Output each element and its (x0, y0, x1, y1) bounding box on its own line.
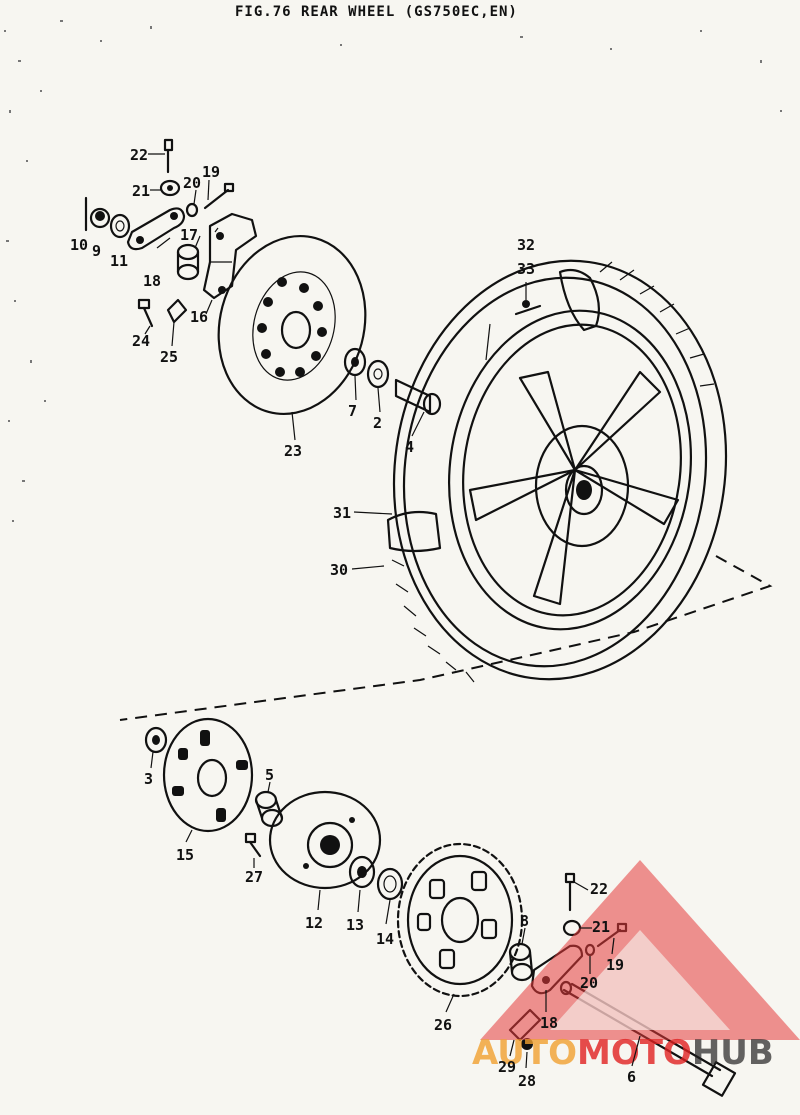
part-collar-8 (508, 942, 534, 982)
callout-3: 3 (144, 770, 153, 788)
callout-labels: 22 21 20 19 10 9 11 18 17 16 24 25 23 7 … (70, 146, 636, 1090)
callout-19-lower: 19 (606, 956, 624, 974)
scan-noise (4, 20, 782, 522)
callout-22-upper: 22 (130, 146, 148, 164)
watermark-logo: AUTOMOTOHUB (472, 860, 800, 1073)
watermark-moto: MOTO (577, 1033, 692, 1073)
callout-11: 11 (110, 252, 128, 270)
callout-24: 24 (132, 332, 150, 350)
callout-15: 15 (176, 846, 194, 864)
callout-7: 7 (348, 402, 357, 420)
watermark-hub: HUB (692, 1033, 774, 1073)
callout-27: 27 (245, 868, 263, 886)
part-washer-11 (109, 213, 131, 239)
callout-21-upper: 21 (132, 182, 150, 200)
callout-19-upper: 19 (202, 163, 220, 181)
part-sprocket-carrier-12 (268, 790, 382, 890)
callout-18-upper: 18 (143, 272, 161, 290)
callout-leaders (144, 153, 641, 1069)
part-bolt-22-lower (564, 872, 576, 912)
part-spacer-2 (366, 359, 390, 389)
figure-title: FIG.76 REAR WHEEL (GS750EC,EN) (235, 4, 518, 20)
callout-28: 28 (518, 1072, 536, 1090)
part-torque-link-18-upper (126, 207, 186, 251)
callout-4: 4 (405, 438, 414, 456)
part-rim-band-31 (386, 510, 442, 553)
callout-5: 5 (265, 766, 274, 784)
part-bearing-13 (348, 855, 376, 889)
part-bolt-24 (137, 298, 154, 328)
part-collar-5 (254, 790, 284, 828)
callout-23: 23 (284, 442, 302, 460)
part-collar-4 (394, 378, 442, 416)
callout-26: 26 (434, 1016, 452, 1034)
callout-12: 12 (305, 914, 323, 932)
callout-8: 8 (520, 912, 529, 930)
reference-dash-line (119, 555, 773, 721)
callout-6: 6 (627, 1068, 636, 1086)
callout-17: 17 (180, 226, 198, 244)
callout-14: 14 (376, 930, 394, 948)
part-damper-15 (162, 717, 254, 833)
part-valve-32-33 (514, 300, 542, 316)
part-washer-20-upper (185, 202, 199, 218)
callout-32: 32 (517, 236, 535, 254)
part-caliper-bracket-16 (202, 212, 258, 300)
part-wheel-assembly (386, 259, 728, 683)
part-bolt-22-upper (163, 138, 174, 174)
watermark-auto: AUTO (472, 1033, 577, 1073)
part-bearing-7 (343, 347, 367, 377)
part-sprocket-26 (396, 842, 524, 998)
callout-31: 31 (333, 504, 351, 522)
callout-25: 25 (160, 348, 178, 366)
callout-29: 29 (498, 1058, 516, 1076)
part-tube-cutout (558, 268, 601, 332)
part-sleeve-17 (176, 243, 200, 281)
part-seal-14 (376, 867, 404, 901)
callout-20-lower: 20 (580, 974, 598, 992)
part-bolt-27 (244, 832, 262, 858)
callout-13: 13 (346, 916, 364, 934)
callout-21-lower: 21 (592, 918, 610, 936)
callout-33: 33 (517, 260, 535, 278)
callout-10: 10 (70, 236, 88, 254)
callout-22-lower: 22 (590, 880, 608, 898)
part-bolt-19-upper (203, 182, 235, 210)
callout-2: 2 (373, 414, 382, 432)
part-clip-25 (166, 298, 188, 324)
callout-20-upper: 20 (183, 174, 201, 192)
part-brake-disc-23 (217, 234, 367, 416)
part-nut-28 (521, 1038, 533, 1050)
part-nut-9 (89, 207, 111, 229)
callout-16: 16 (190, 308, 208, 326)
part-nut-21-upper (159, 179, 181, 197)
callout-9: 9 (92, 242, 101, 260)
callout-30: 30 (330, 561, 348, 579)
watermark-text: AUTOMOTOHUB (472, 1033, 774, 1073)
callout-18-lower: 18 (540, 1014, 558, 1032)
part-bearing-3 (144, 726, 168, 754)
